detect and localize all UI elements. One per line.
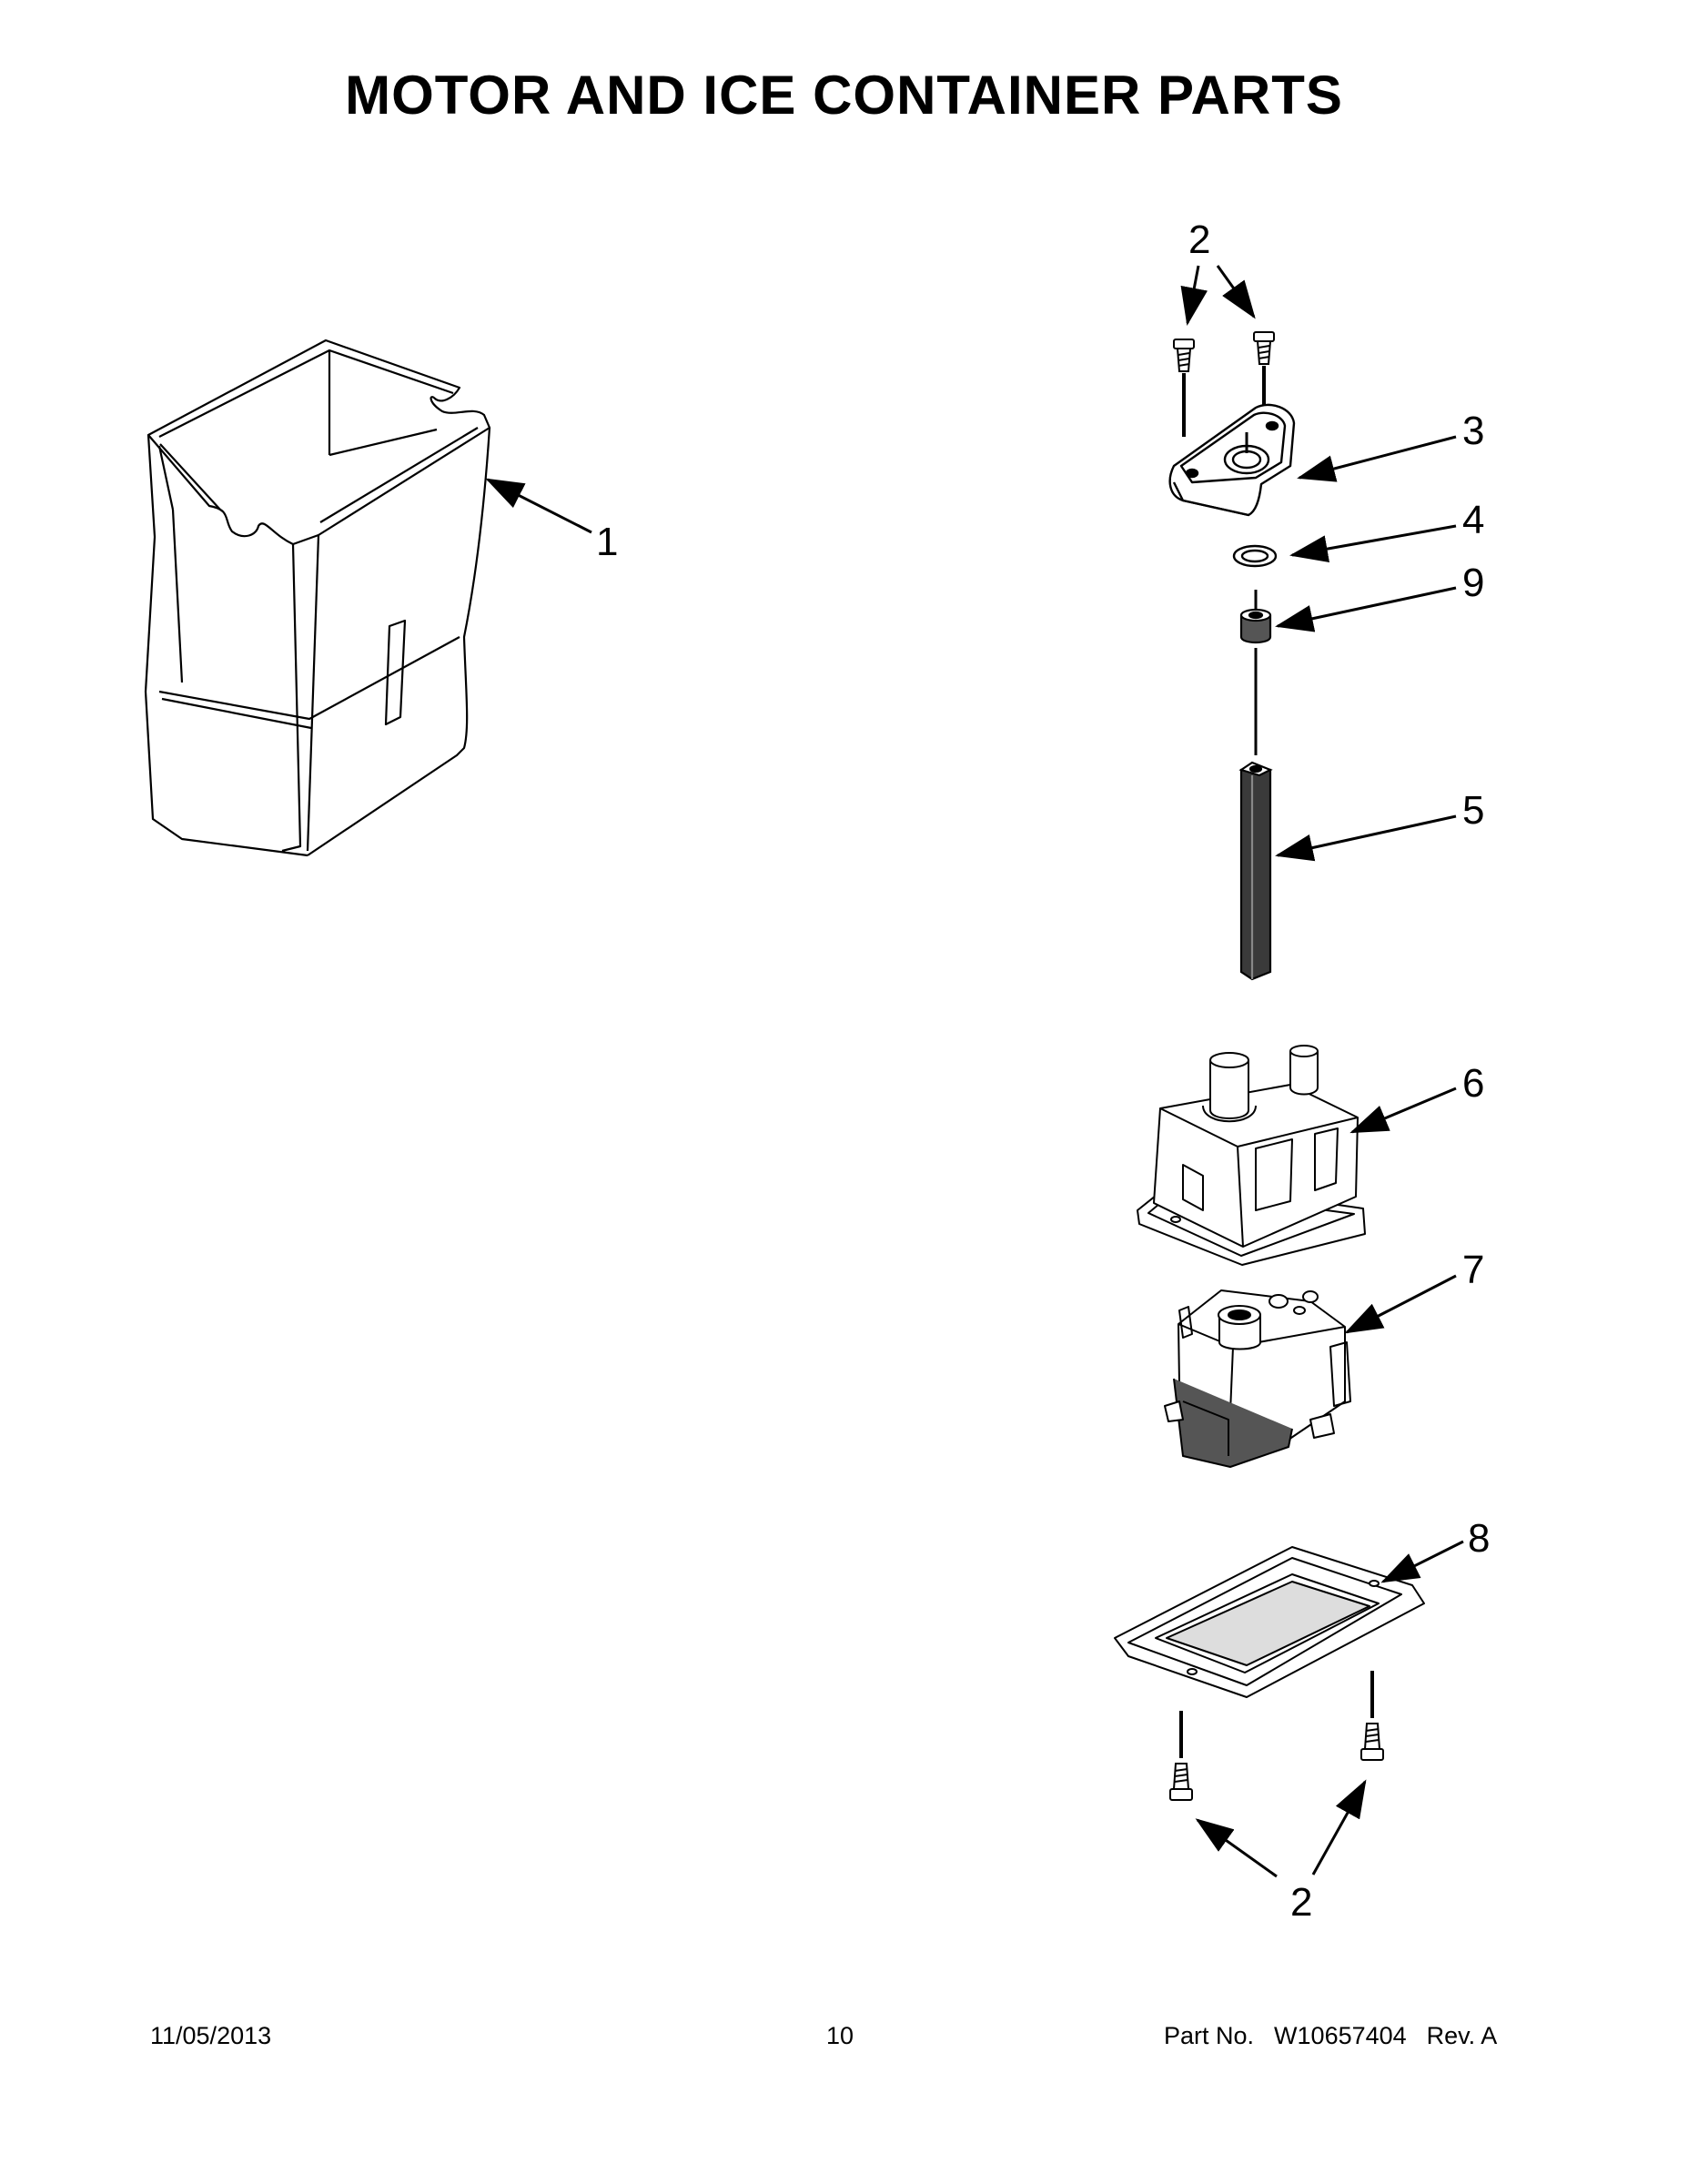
footer-page-number: 10 [826,2022,854,2049]
footer-date: 11/05/2013 [150,2022,272,2049]
screw-icon [1253,331,1275,410]
bushing-icon [1239,590,1272,755]
callout-6: 6 [1462,1061,1484,1106]
callout-9: 9 [1462,561,1484,605]
callout-1: 1 [596,520,618,564]
callout-5: 5 [1462,788,1484,833]
washer-icon [1232,544,1278,568]
callout-3: 3 [1462,409,1484,453]
screw-icon [1169,1711,1193,1801]
screw-icon [1173,339,1195,437]
screw-icon [1360,1671,1384,1761]
revision: Rev. A [1426,2022,1498,2049]
page-title: MOTOR AND ICE CONTAINER PARTS [345,65,1343,126]
callout-4: 4 [1462,498,1484,542]
callout-2-bottom: 2 [1290,1880,1312,1925]
shaft-icon [1238,761,1273,981]
motor-icon [1164,1289,1351,1468]
callout-2-top: 2 [1188,217,1210,262]
motor-cover-icon [1137,1045,1366,1266]
part-number: W10657404 [1274,2022,1407,2049]
gasket-icon [1114,1546,1425,1698]
callout-8: 8 [1468,1516,1490,1561]
ice-container-icon [144,339,491,857]
callout-7: 7 [1462,1248,1484,1292]
bracket-icon [1168,403,1296,517]
part-label: Part No. [1164,2022,1255,2049]
footer-part-info: Part No. W10657404 Rev. A [1164,2022,1517,2050]
